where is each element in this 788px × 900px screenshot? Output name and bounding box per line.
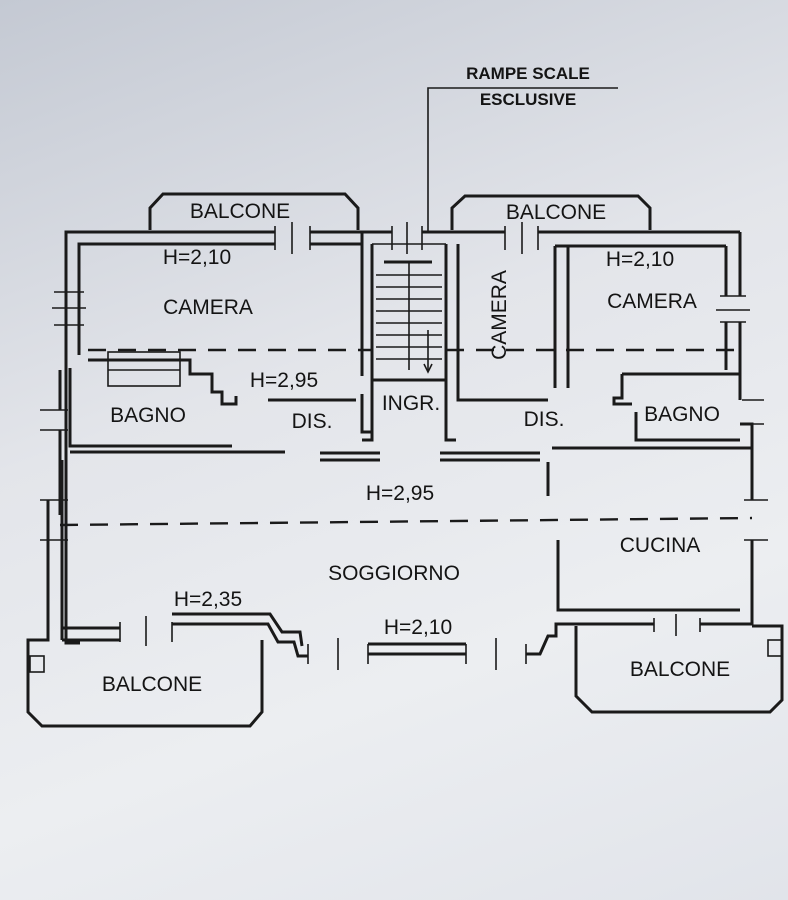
balcony-top-right <box>450 194 652 230</box>
room-camera-center: CAMERA <box>488 270 511 360</box>
height-hall: H=2,95 <box>366 482 434 505</box>
annotation-line-1: RAMPE SCALE <box>466 64 590 83</box>
room-bagno-right: BAGNO <box>644 403 720 426</box>
annotation-line-2: ESCLUSIVE <box>480 90 576 109</box>
height-section-lines <box>59 348 753 527</box>
room-camera-right: CAMERA <box>607 290 697 313</box>
height-soggiorno-bottom: H=2,10 <box>384 616 452 639</box>
interior-walls <box>62 232 752 658</box>
room-dis-right: DIS. <box>524 408 565 431</box>
room-soggiorno: SOGGIORNO <box>328 562 460 585</box>
height-soggiorno-left: H=2,35 <box>174 588 242 611</box>
stair-treads <box>376 262 442 374</box>
balcony-bottom-right <box>574 624 784 714</box>
room-bagno-left: BAGNO <box>110 404 186 427</box>
balcony-bottom-left <box>26 638 264 728</box>
height-camera-right: H=2,10 <box>606 248 674 271</box>
balcony-bottom-left-label: BALCONE <box>102 673 202 696</box>
room-dis-left: DIS. <box>292 410 333 433</box>
balcony-top-left-label: BALCONE <box>190 200 290 223</box>
stair-annotation-leader <box>427 87 618 232</box>
room-camera-left: CAMERA <box>163 296 253 319</box>
room-cucina: CUCINA <box>620 534 701 557</box>
balcony-top-right-label: BALCONE <box>506 201 606 224</box>
height-bagno-left: H=2,95 <box>250 369 318 392</box>
windows <box>40 222 768 670</box>
stair-annotation: RAMPE SCALE ESCLUSIVE <box>466 64 590 109</box>
room-ingresso: INGR. <box>382 392 440 415</box>
height-camera-left: H=2,10 <box>163 246 231 269</box>
balcony-bottom-right-label: BALCONE <box>630 658 730 681</box>
balcony-top-left <box>148 192 360 230</box>
